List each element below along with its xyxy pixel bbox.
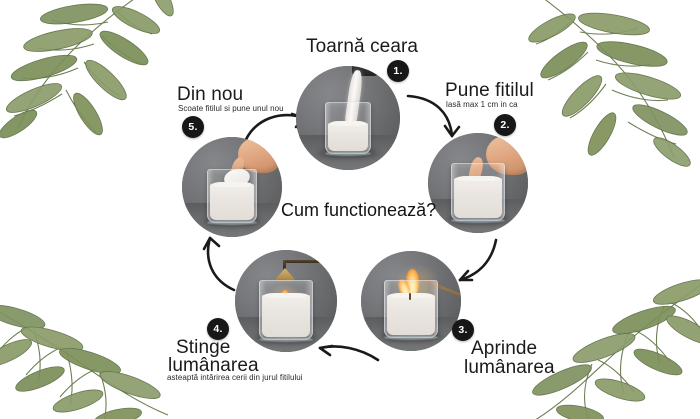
step-4-photo bbox=[235, 250, 337, 352]
wax-fill bbox=[454, 176, 502, 218]
wax-surface bbox=[264, 293, 308, 298]
wax-surface bbox=[456, 176, 500, 181]
leaf-branch-top-left-icon bbox=[0, 0, 174, 139]
jar-base bbox=[384, 335, 438, 340]
glass-jar bbox=[207, 169, 257, 223]
step-2-photo bbox=[428, 133, 528, 233]
step-5-subtitle: Scoate fitilul si pune unul nou bbox=[178, 104, 284, 113]
step-4-title-line2: lumânarea bbox=[168, 355, 259, 376]
step-3-photo bbox=[361, 251, 461, 351]
step-5-badge: 5. bbox=[182, 116, 204, 138]
wax-surface bbox=[212, 182, 252, 187]
step-5-photo bbox=[182, 137, 282, 237]
step-3-title-line1: Aprinde bbox=[471, 338, 538, 359]
step-1-title: Toarnă ceara bbox=[306, 36, 419, 57]
glass-jar bbox=[384, 280, 438, 338]
jar-base bbox=[259, 337, 313, 342]
step-1-photo bbox=[296, 66, 400, 170]
wick bbox=[409, 293, 411, 300]
step-5-title: Din nou bbox=[177, 84, 244, 105]
wax-surface bbox=[330, 121, 366, 126]
jar-base bbox=[207, 220, 257, 225]
wax-fill bbox=[328, 121, 368, 151]
wax-fill bbox=[387, 293, 435, 335]
wax-fill bbox=[262, 293, 310, 337]
snuffer-stem bbox=[283, 260, 286, 270]
wax-surface bbox=[389, 293, 433, 298]
step-2-subtitle: lasă max 1 cm in ca bbox=[446, 100, 518, 109]
poster-center-title: Cum functionează? bbox=[281, 200, 437, 220]
jar-base bbox=[451, 218, 505, 223]
hand bbox=[238, 137, 280, 173]
leaf-branch-bottom-left-icon bbox=[0, 304, 169, 419]
leaf-branch-bottom-right-icon bbox=[531, 277, 700, 419]
jar-base bbox=[325, 151, 371, 156]
step-3-title-line2: lumânarea bbox=[464, 357, 555, 378]
wax-pitcher bbox=[352, 66, 378, 76]
leaf-branch-top-right-icon bbox=[528, 0, 691, 167]
step-4-badge: 4. bbox=[207, 318, 229, 340]
step-4-subtitle: asteaptă intărirea cerii din jurul fitil… bbox=[167, 373, 303, 382]
snuffer-rod bbox=[285, 260, 337, 263]
step-4-title-line1: Stinge bbox=[176, 337, 231, 358]
step-2-title: Pune fitilul bbox=[445, 80, 534, 101]
glass-jar bbox=[325, 102, 371, 154]
wax-fill bbox=[210, 182, 254, 220]
step-2-badge: 2. bbox=[494, 114, 516, 136]
step-3-badge: 3. bbox=[452, 319, 474, 341]
hand bbox=[486, 135, 528, 175]
glass-jar bbox=[259, 280, 313, 340]
glass-jar bbox=[451, 163, 505, 221]
step-1-badge: 1. bbox=[387, 60, 409, 82]
